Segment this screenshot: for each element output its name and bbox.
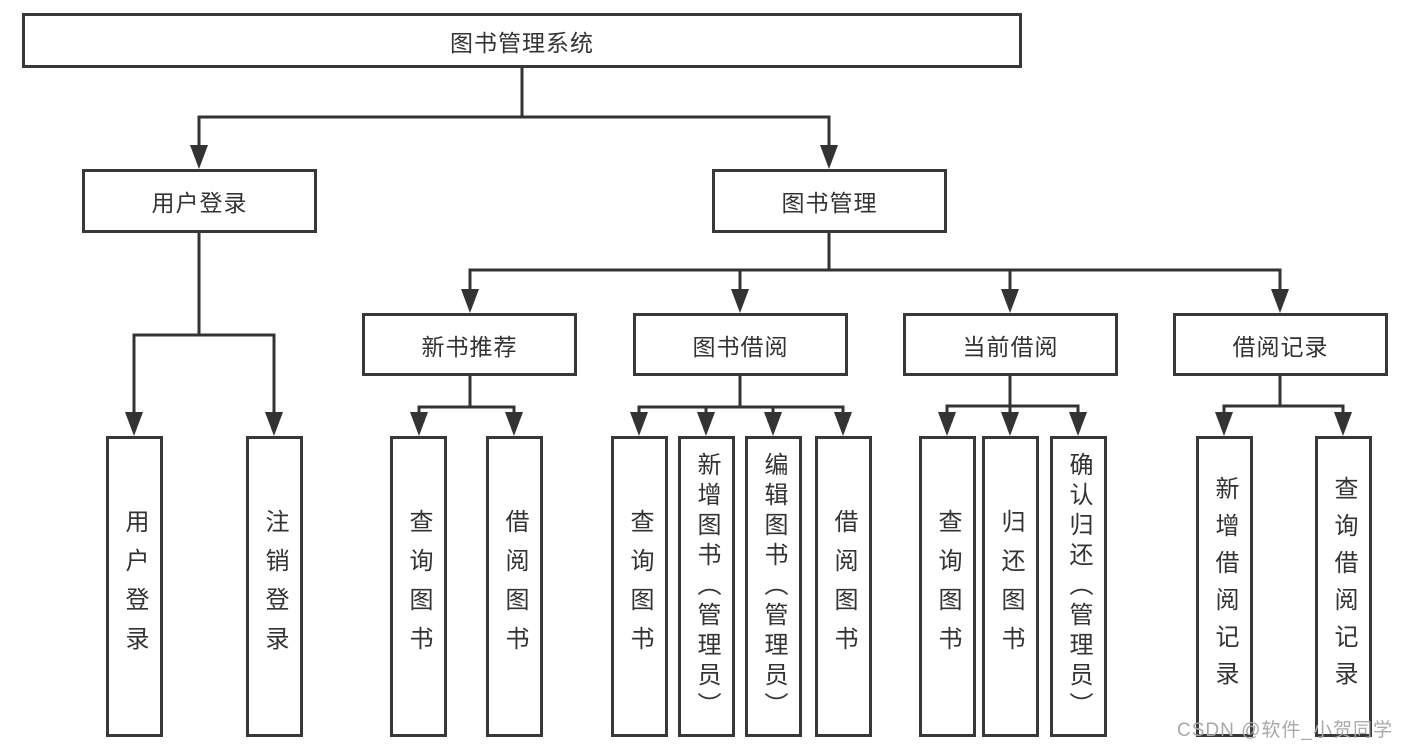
node-borrow-records: 借阅记录	[1173, 313, 1388, 376]
leaf-borrow-books: 借阅图书	[815, 436, 872, 737]
connector-user-login-branch	[125, 232, 283, 436]
node-book-management: 图书管理	[712, 169, 947, 233]
arrow-head	[1001, 289, 1019, 313]
leaf-confirm-return-admin: 确认归还（管理员）	[1050, 436, 1107, 737]
leaf-return-book: 归还图书	[982, 436, 1039, 737]
connector-borrow-records-branch	[1215, 375, 1352, 436]
arrow-head	[820, 145, 838, 169]
connector-book-mgmt-branch	[461, 232, 1289, 313]
leaf-query-books-borrow: 查询图书	[611, 436, 668, 737]
arrow-head	[630, 412, 648, 436]
connector-root-branch	[190, 68, 838, 169]
arrow-head	[1271, 289, 1289, 313]
leaf-borrow-books-recommend: 借阅图书	[486, 436, 543, 737]
arrow-head	[1334, 412, 1352, 436]
arrow-head	[1215, 412, 1233, 436]
leaf-logout: 注销登录	[246, 436, 303, 737]
arrow-head	[697, 412, 715, 436]
arrow-head	[461, 289, 479, 313]
node-user-login: 用户登录	[82, 169, 317, 233]
leaf-user-login: 用户登录	[106, 436, 163, 737]
node-new-book-recommend: 新书推荐	[362, 313, 577, 376]
arrow-head	[1069, 412, 1087, 436]
arrow-head	[938, 412, 956, 436]
arrow-head	[505, 412, 523, 436]
arrow-head	[125, 412, 143, 436]
arrow-head	[834, 412, 852, 436]
node-root: 图书管理系统	[22, 13, 1022, 68]
arrow-head	[265, 412, 283, 436]
csdn-watermark: CSDN @软件_小贺同学	[1177, 720, 1393, 741]
arrow-head	[410, 412, 428, 436]
leaf-query-books-current: 查询图书	[919, 436, 976, 737]
leaf-edit-book-admin: 编辑图书（管理员）	[745, 436, 802, 737]
connector-book-borrow-branch	[630, 375, 852, 436]
leaf-add-borrow-record: 新增借阅记录	[1196, 436, 1253, 737]
arrow-head	[764, 412, 782, 436]
leaf-query-books-recommend: 查询图书	[390, 436, 447, 737]
node-book-borrow: 图书借阅	[633, 313, 848, 376]
leaf-add-book-admin: 新增图书（管理员）	[678, 436, 735, 737]
node-current-borrow: 当前借阅	[903, 313, 1118, 376]
arrow-head	[1001, 412, 1019, 436]
connector-new-book-branch	[410, 375, 523, 436]
arrow-head	[731, 289, 749, 313]
arrow-head	[190, 145, 208, 169]
leaf-query-borrow-record: 查询借阅记录	[1315, 436, 1372, 737]
connector-current-borrow-branch	[938, 375, 1087, 436]
